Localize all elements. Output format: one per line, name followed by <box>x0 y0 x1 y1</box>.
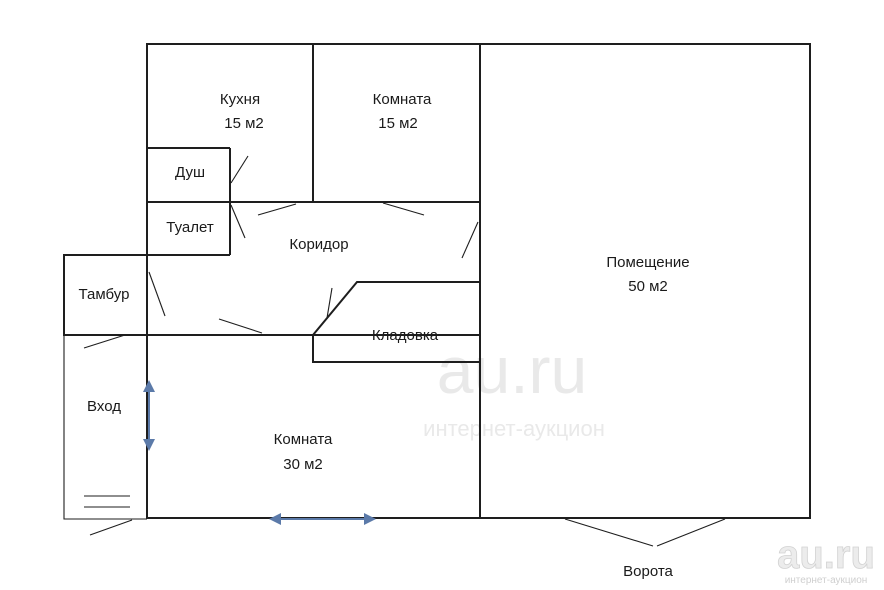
shower-door <box>230 155 249 184</box>
door-swings <box>83 155 726 547</box>
building-walls <box>63 43 811 520</box>
hall-door <box>461 221 479 259</box>
arrowhead-up <box>143 380 155 392</box>
watermark-tagline: интернет-аукцион <box>423 416 605 441</box>
hall-name: Помещение <box>606 254 689 271</box>
entrance-door <box>83 334 126 349</box>
entrance-name: Вход <box>87 398 121 415</box>
entrance-outline <box>63 335 147 520</box>
kitchen-door <box>257 203 297 216</box>
watermark-logo: au.ru <box>437 333 587 407</box>
arrowhead-left <box>269 513 281 525</box>
arrowhead-right <box>364 513 376 525</box>
kitchen-name: Кухня <box>220 91 260 108</box>
room-15-door <box>382 202 425 216</box>
room-top-name: Комната <box>373 91 432 108</box>
shower-name: Душ <box>175 164 205 181</box>
storage-walls <box>312 281 480 363</box>
toilet-door <box>230 204 246 239</box>
room-30-door <box>218 318 263 334</box>
hall-area: 50 м2 <box>628 278 668 295</box>
entrance-steps <box>84 495 130 508</box>
corner-watermark-tagline: интернет-аукцион <box>785 575 868 586</box>
dimension-arrows <box>143 380 376 525</box>
corridor-name: Коридор <box>289 236 348 253</box>
gate-leaf-left <box>564 518 654 547</box>
storage-door <box>326 287 333 319</box>
gate-leaf-right <box>656 518 726 547</box>
room-big-area: 30 м2 <box>283 456 323 473</box>
toilet-name: Туалет <box>166 219 214 236</box>
storage-name: Кладовка <box>372 327 439 344</box>
outer-entry-door <box>89 519 133 536</box>
room-top-area: 15 м2 <box>378 115 418 132</box>
vestibule-walls <box>63 254 147 336</box>
arrowhead-down <box>143 439 155 451</box>
kitchen-area: 15 м2 <box>224 115 264 132</box>
corner-watermark-logo: au.ru <box>777 533 875 577</box>
room-big-name: Комната <box>274 431 333 448</box>
vestibule-name: Тамбур <box>79 286 130 303</box>
room-labels: Кухня 15 м2 Комната 15 м2 Душ Туалет Кор… <box>79 91 690 580</box>
vestibule-door <box>148 271 166 317</box>
gate-label: Ворота <box>623 563 673 580</box>
outer-wall-main <box>146 43 811 519</box>
